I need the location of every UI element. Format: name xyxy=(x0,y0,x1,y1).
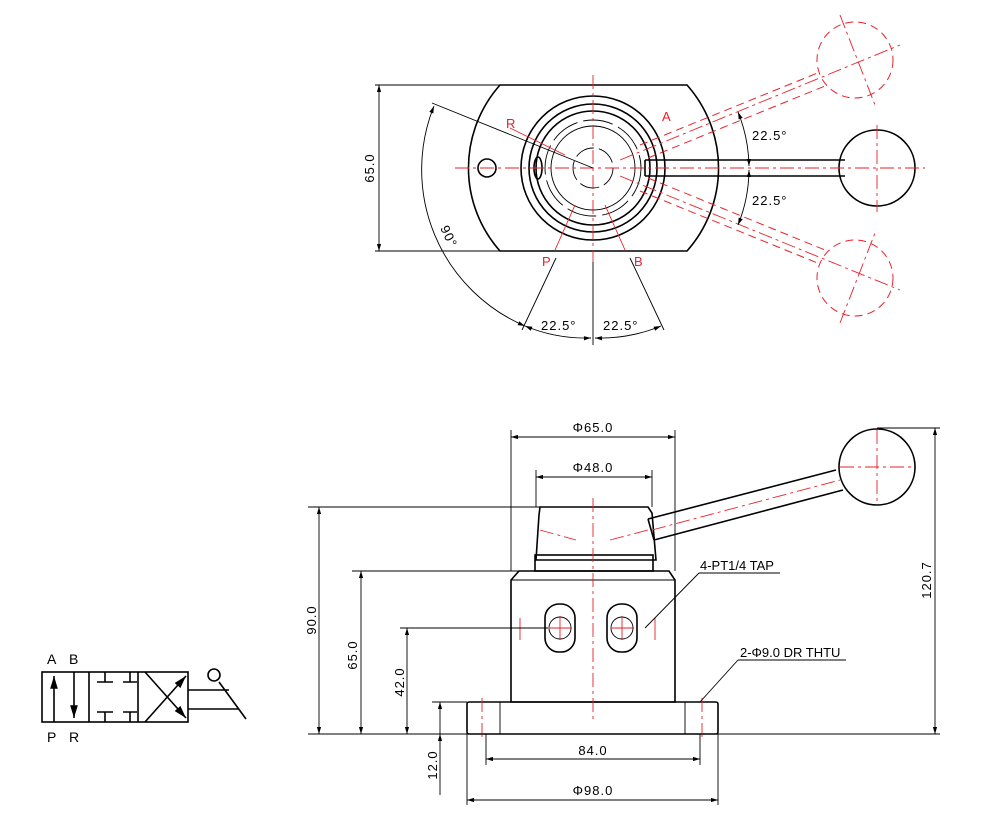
note-ports: 4-PT1/4 TAP xyxy=(700,558,774,573)
dim-h-handle: 120.7 xyxy=(919,561,934,599)
top-view: R A P B 65.0 90° 22.5° 22.5° 22.5° 22.5° xyxy=(362,14,925,345)
port-label-p: P xyxy=(542,254,551,269)
symbol-label-a: A xyxy=(47,651,57,667)
front-handle-bar xyxy=(647,469,844,541)
port-label-r: R xyxy=(506,116,515,131)
dim-hole-pitch: 84.0 xyxy=(578,743,607,758)
note-holes: 2-Φ9.0 DR THTU xyxy=(740,645,840,660)
valve-symbol: A B P R xyxy=(41,651,247,745)
symbol-label-b: B xyxy=(69,651,78,667)
dim-angle-left: 22.5° xyxy=(541,318,577,333)
phantom-handle-down xyxy=(619,175,901,324)
dim-angle-right: 22.5° xyxy=(603,318,639,333)
phantom-handle-up xyxy=(619,14,901,161)
front-view: Φ65.0 Φ48.0 90.0 65.0 42.0 12.0 84.0 Φ98… xyxy=(304,420,940,805)
port-label-b: B xyxy=(634,254,643,269)
dim-top-height: 65.0 xyxy=(362,153,377,182)
symbol-label-p: P xyxy=(47,729,56,745)
cap xyxy=(535,506,657,561)
lever-icon xyxy=(207,668,221,682)
dim-angle-down: 22.5° xyxy=(752,193,788,208)
dim-dia-base: Φ98.0 xyxy=(573,783,614,798)
port-label-a: A xyxy=(662,109,671,124)
dim-dia-body: Φ65.0 xyxy=(573,420,614,435)
front-handle-knob xyxy=(838,428,916,506)
dim-dia-cap: Φ48.0 xyxy=(573,460,614,475)
port-right xyxy=(606,603,638,653)
dim-h-total: 90.0 xyxy=(304,605,319,634)
dim-angle-up: 22.5° xyxy=(752,128,788,143)
symbol-label-r: R xyxy=(69,729,79,745)
dim-rotation: 90° xyxy=(437,223,460,250)
dim-h-body: 65.0 xyxy=(345,640,360,669)
dim-h-port: 42.0 xyxy=(392,667,407,696)
dim-h-base: 12.0 xyxy=(425,750,440,779)
base-plate xyxy=(466,701,719,735)
